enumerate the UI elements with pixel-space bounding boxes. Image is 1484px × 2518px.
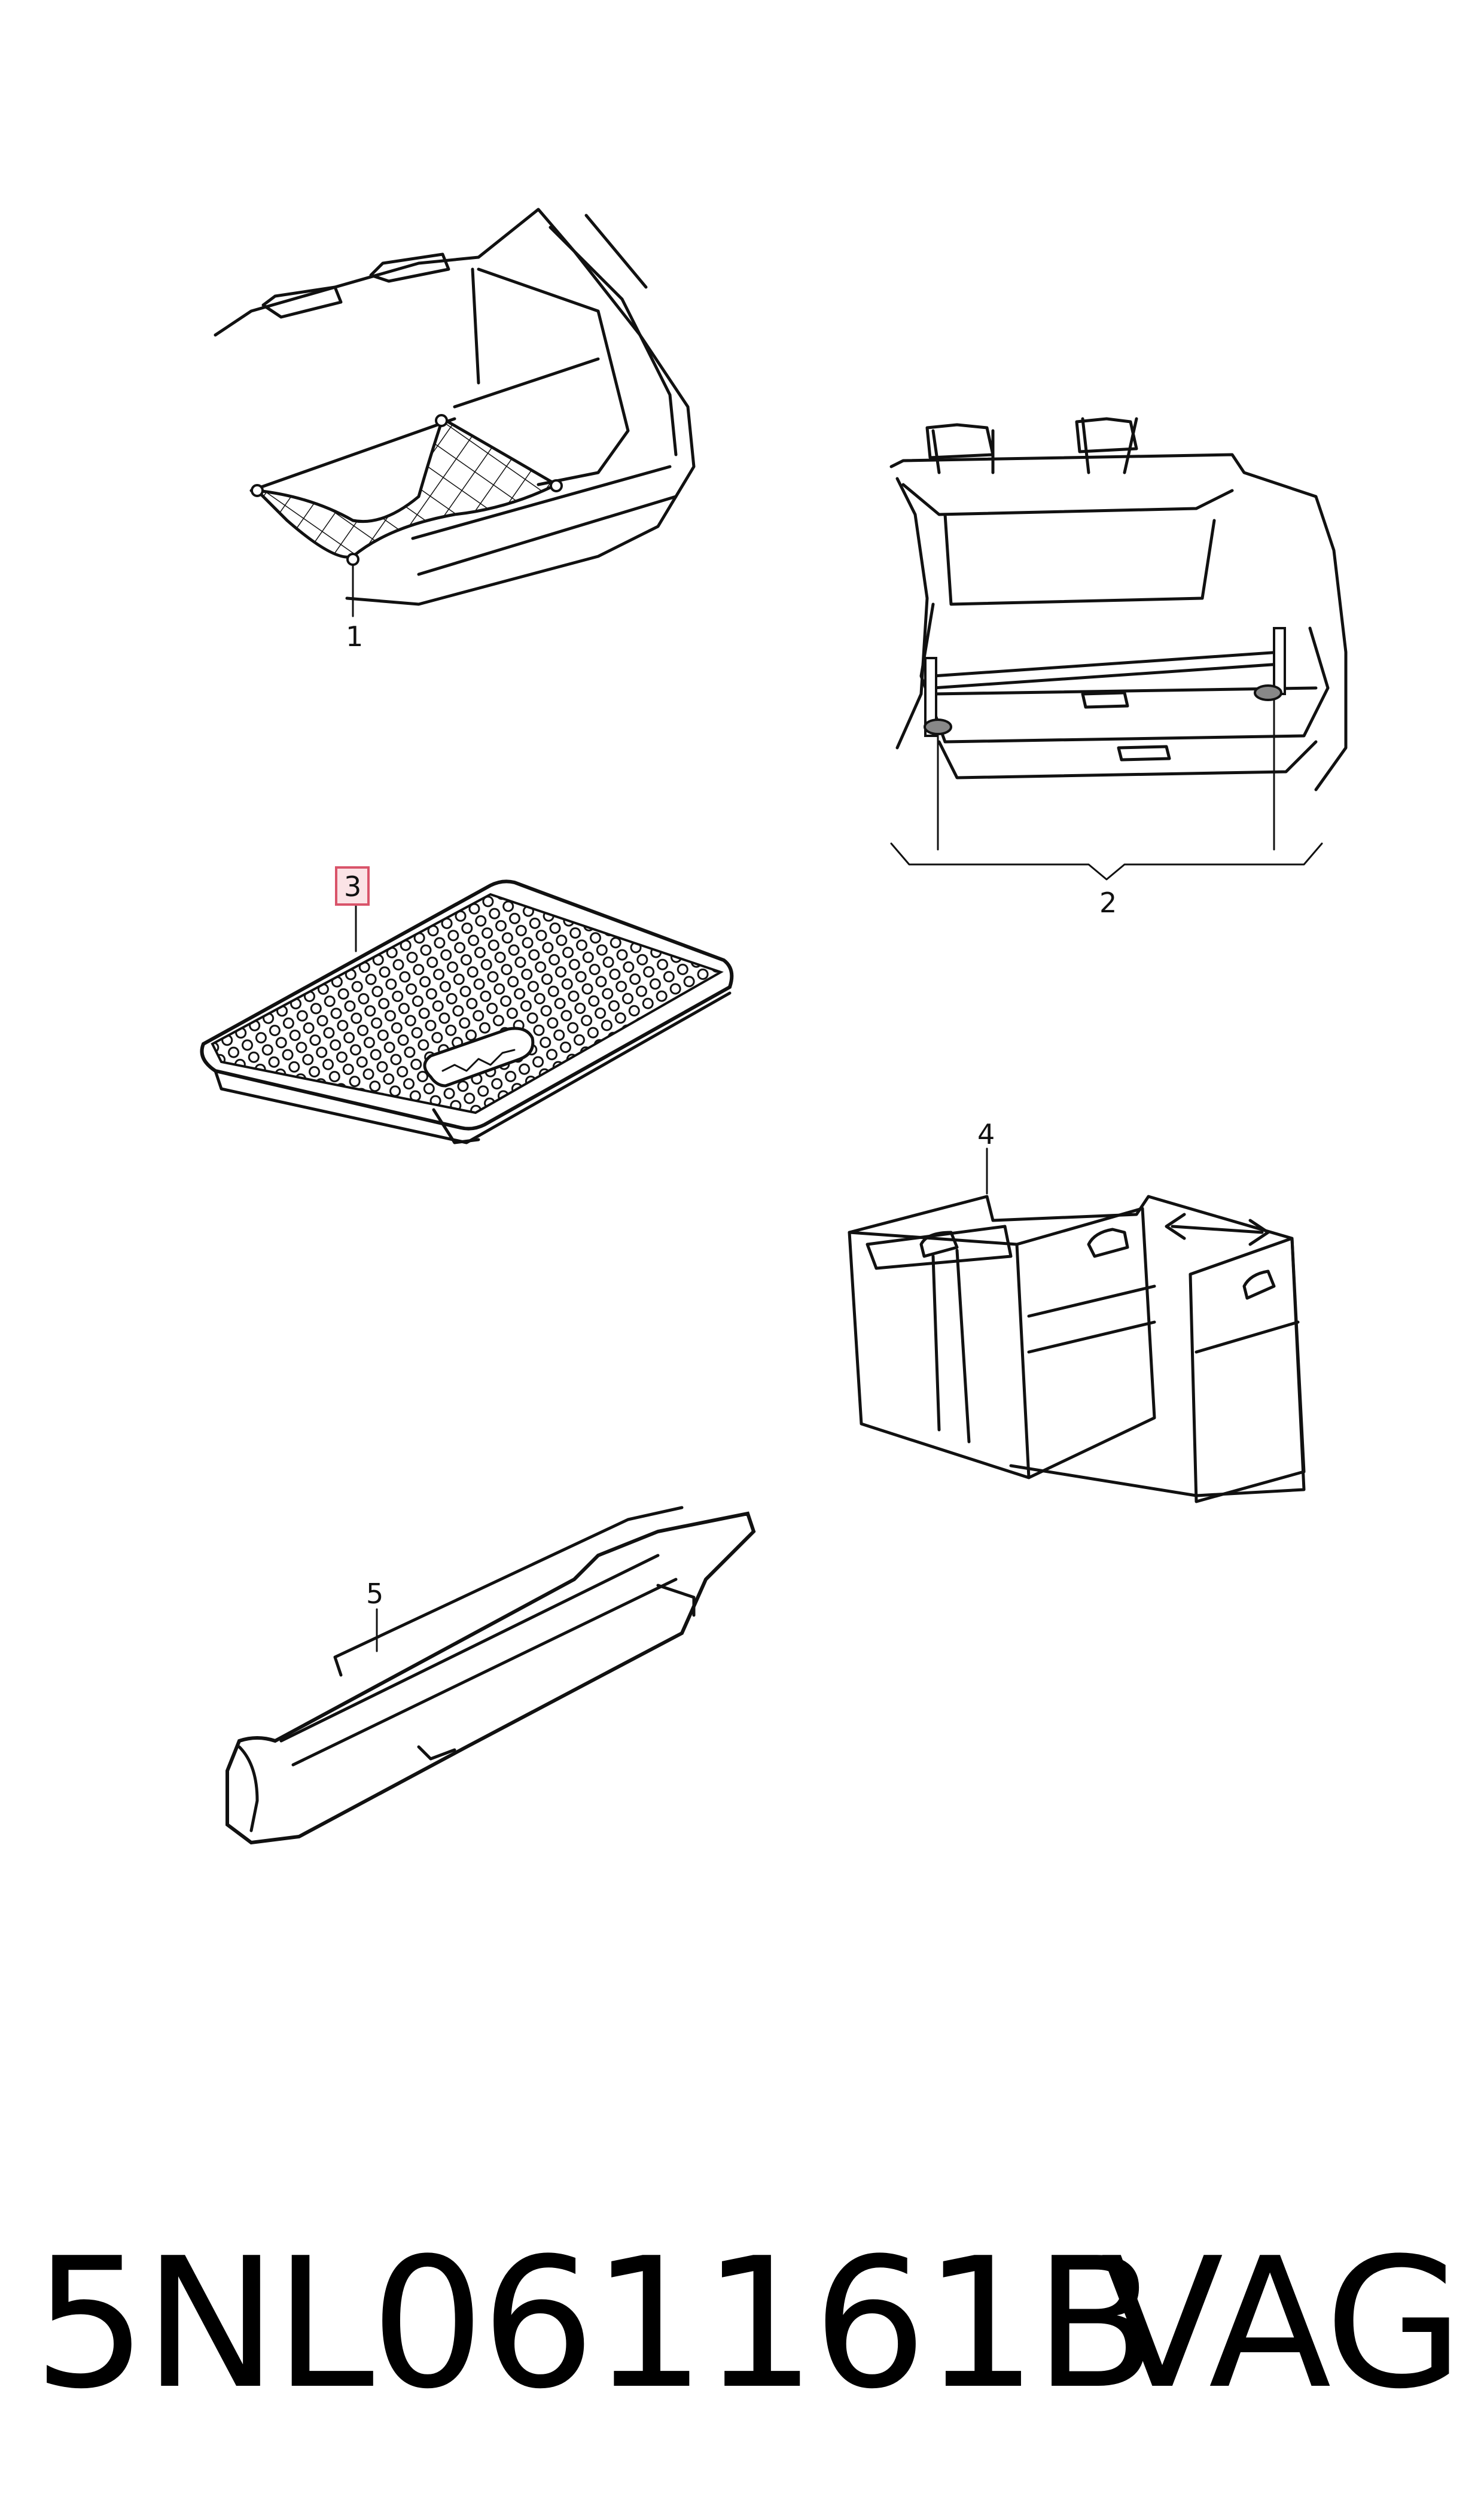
partition-bar-illustration [889, 417, 1348, 881]
part-number: 5NL061161B [33, 2219, 1157, 2428]
callout-5: 5 [366, 1578, 383, 1610]
storage-box-illustration [848, 1147, 1306, 1503]
luggage-net-illustration [214, 208, 696, 617]
callout-2: 2 [1099, 887, 1117, 919]
callout-3: 3 [344, 870, 361, 903]
boot-mat-illustration [200, 879, 734, 1144]
ski-bag-illustration [226, 1506, 756, 1845]
callout-4: 4 [977, 1118, 995, 1150]
double-headed-arrow-icon [1165, 1213, 1270, 1246]
callout-3-highlight: 3 [335, 866, 370, 906]
brand-label: VAG [1101, 2219, 1464, 2428]
callout-1: 1 [346, 620, 363, 653]
